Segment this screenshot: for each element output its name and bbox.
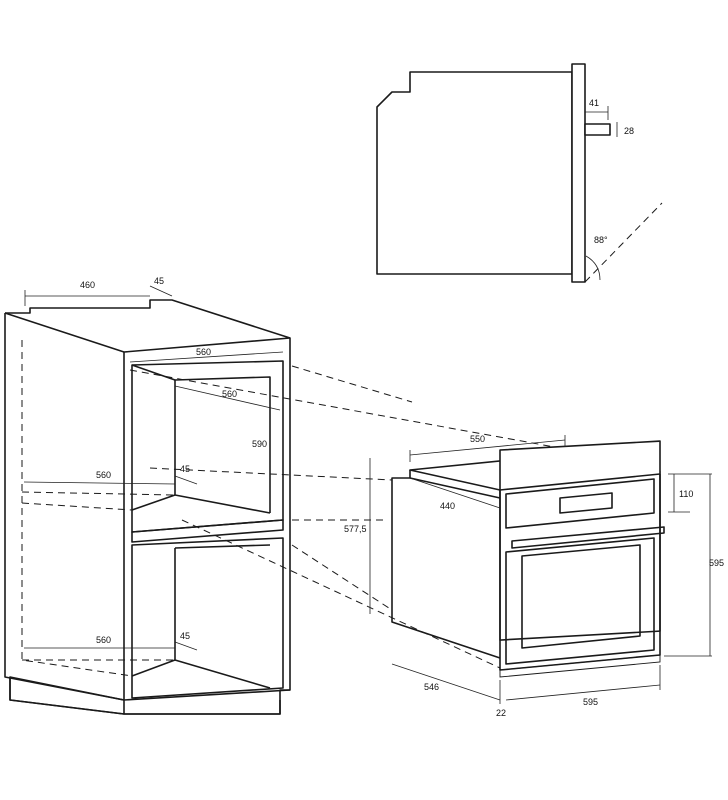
cabinet-left-side	[4, 313, 125, 701]
projection-line-1	[291, 365, 413, 403]
dim-top-width: 560	[196, 347, 211, 357]
dim-front-thickness: 22	[496, 708, 506, 718]
dim-oven-total-height: 595	[709, 558, 724, 568]
projection-line-4	[149, 467, 393, 481]
oven-door[interactable]	[505, 537, 655, 665]
projection-line-5	[181, 519, 501, 669]
projection-line-6	[291, 544, 393, 611]
oven-display	[559, 492, 613, 514]
oven-body-side	[391, 470, 501, 659]
dim-shelf-depth-upper: 560	[96, 470, 111, 480]
dim-line-oven-body-depth	[409, 477, 501, 509]
dim-side-depth: 460	[80, 280, 95, 290]
cabinet-top-front-edge	[4, 312, 291, 353]
cabinet-plinth	[9, 677, 281, 715]
dim-panel-height: 110	[679, 489, 693, 499]
lower-niche-inner-side	[174, 548, 271, 689]
oven-side-handle	[584, 123, 611, 136]
dim-line-oven-depth	[391, 663, 501, 701]
lower-niche-top-back	[174, 544, 271, 549]
oven-side-body	[376, 71, 573, 275]
dim-shelf-gap-upper: 45	[180, 464, 190, 474]
dim-line-inner-depth	[174, 385, 281, 411]
upper-shelf-hidden-edge	[21, 491, 176, 496]
dim-line-front-width	[505, 684, 661, 701]
dim-oven-width-top: 550	[470, 434, 485, 444]
angle-arc	[585, 255, 601, 281]
dim-oven-depth: 546	[424, 682, 439, 692]
oven: 550 440 577,5 110 595 546 595 22	[344, 434, 724, 718]
oven-body-top-edge	[409, 477, 501, 499]
dim-line-shelf-gap-lower	[174, 641, 198, 651]
lower-niche-opening	[131, 537, 284, 699]
cabinet-bottom-front-edge	[123, 689, 291, 701]
oven-handle[interactable]	[511, 526, 665, 549]
projection-lines	[129, 365, 561, 669]
dim-oven-height-inside: 577,5	[344, 524, 367, 534]
upper-shelf-hidden-edge-2	[21, 502, 133, 511]
dim-handle-height: 28	[624, 126, 634, 136]
dim-shelf-depth-lower: 560	[96, 635, 111, 645]
dim-shelf-gap-lower: 45	[180, 631, 190, 641]
upper-niche-shelf-depth	[131, 494, 176, 511]
dim-inner-depth: 560	[222, 389, 237, 399]
oven-side-view: 41 28 88°	[376, 63, 663, 283]
upper-niche-top-depth	[131, 364, 176, 381]
lower-niche-floor-depth	[131, 659, 176, 677]
dim-side-back-gap: 45	[154, 276, 164, 286]
oven-bottom-strip	[499, 654, 661, 678]
dim-front-width: 595	[583, 697, 598, 707]
oven-control-panel	[505, 478, 655, 529]
dim-line-top-width	[129, 351, 284, 363]
dim-line-shelf-gap-upper	[174, 475, 198, 485]
middle-shelf	[131, 519, 284, 543]
dim-niche-height: 590	[252, 439, 267, 449]
dim-line-shelf-depth-upper	[23, 481, 176, 485]
dim-door-angle: 88°	[594, 235, 608, 245]
oven-door-window	[521, 544, 641, 649]
cabinet-hidden-back-edge	[21, 340, 133, 677]
dim-handle-offset: 41	[589, 98, 599, 108]
oven-side-front-panel	[571, 63, 586, 283]
projection-line-2	[129, 369, 561, 449]
dim-oven-body-depth: 440	[440, 501, 455, 511]
cabinet: 460 45 560 560 590 560 45 560 45	[4, 276, 291, 715]
dim-line-side-back-gap	[149, 285, 173, 297]
dim-line-oven-width-top	[409, 439, 566, 456]
